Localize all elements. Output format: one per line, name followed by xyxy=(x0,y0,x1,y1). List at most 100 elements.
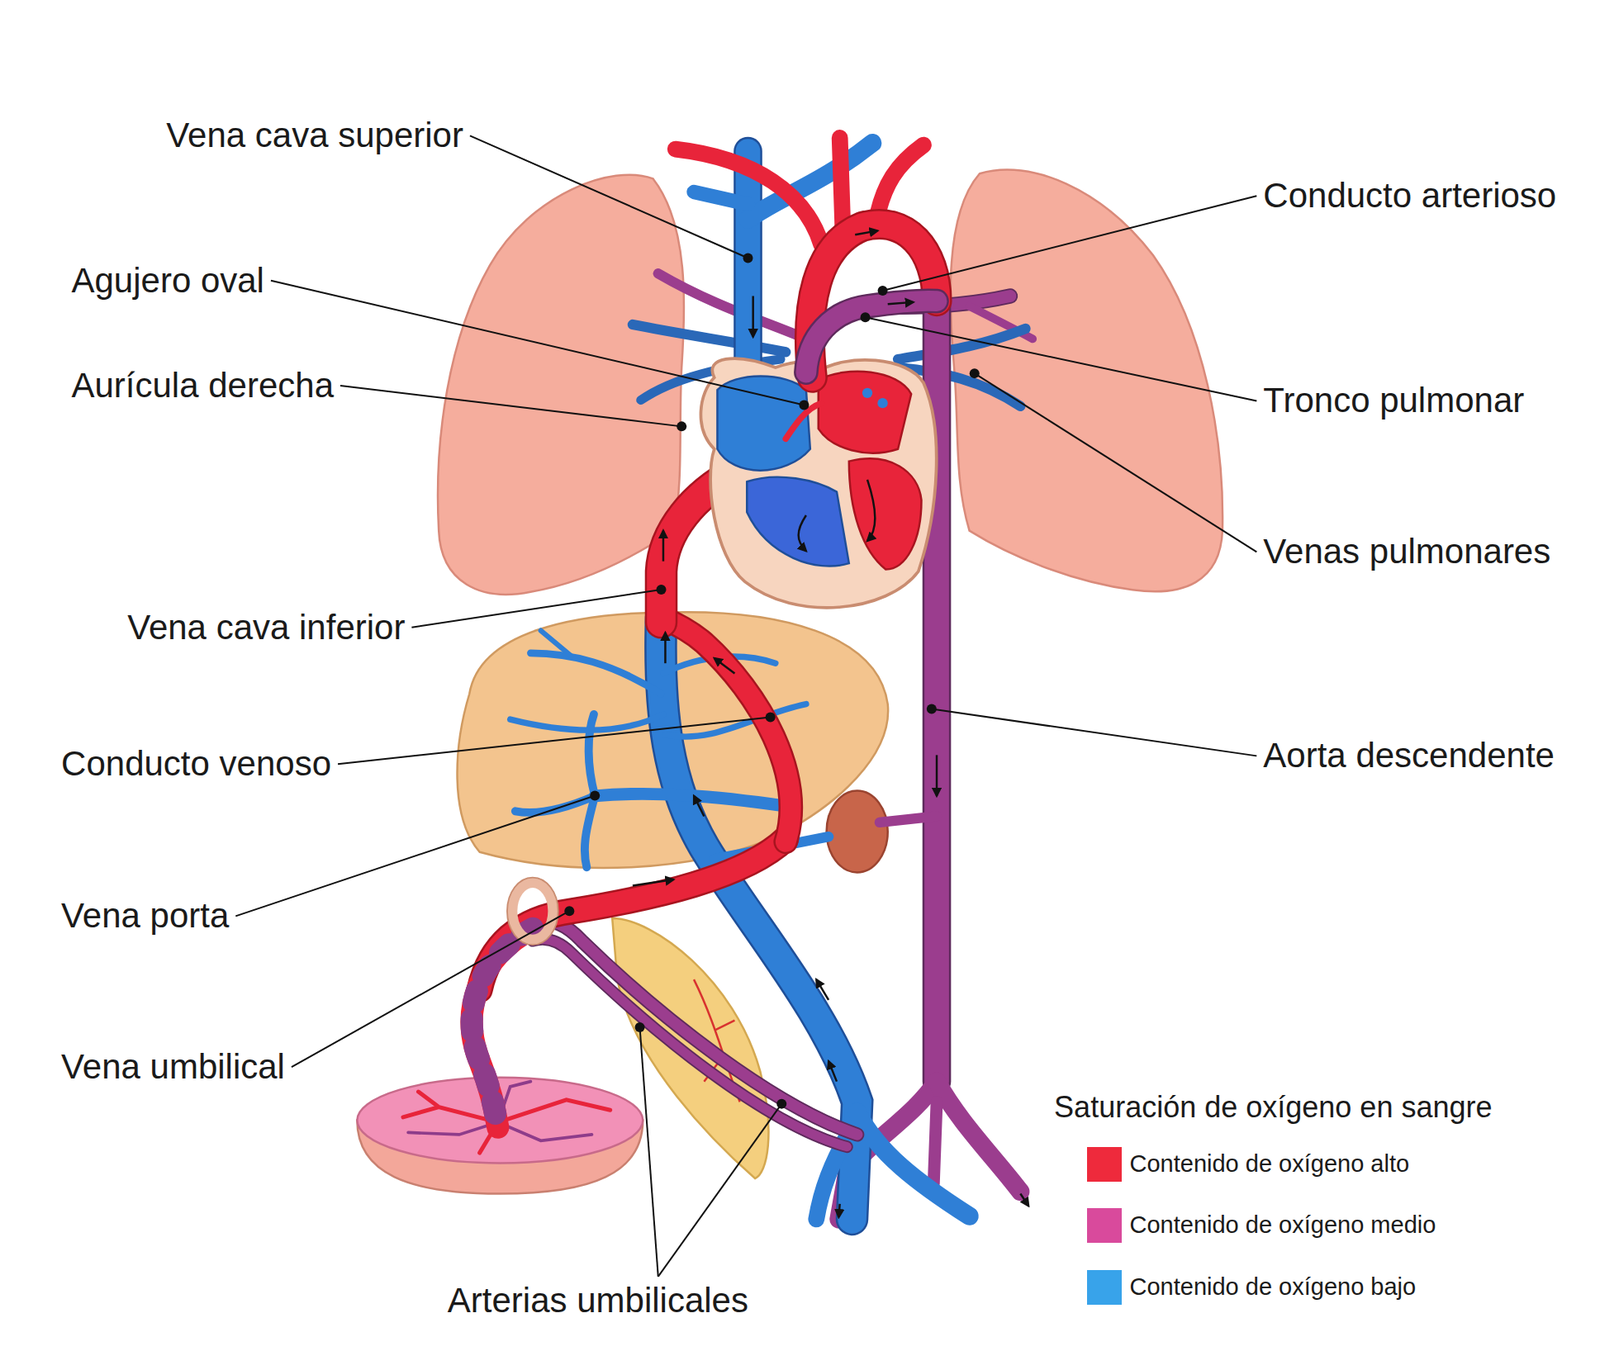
leader-dot xyxy=(742,253,753,264)
flow-arrow xyxy=(854,230,878,235)
flow-arrow xyxy=(935,754,938,796)
umbilical-vein xyxy=(479,839,787,991)
flow-arrow xyxy=(714,658,736,675)
hepatic-vein xyxy=(530,653,661,694)
pulmonary-vein-opening xyxy=(862,388,873,399)
pulmonary-vein xyxy=(897,328,1026,360)
pulmonary-vein xyxy=(632,324,786,352)
right-ventricle xyxy=(746,477,850,567)
portal-vein xyxy=(594,793,786,807)
iliac-vein xyxy=(857,1112,970,1217)
vessel-label: Aorta descendente xyxy=(1262,735,1555,776)
hepatic-vein xyxy=(664,704,806,738)
flow-arrows xyxy=(632,230,1029,1218)
umbilical-cord-twist xyxy=(471,928,533,1128)
kidney xyxy=(826,791,888,874)
flow-arrow xyxy=(798,515,807,551)
leader-dot xyxy=(655,584,666,595)
flow-arrow xyxy=(662,531,665,562)
flow-arrow xyxy=(828,1061,837,1083)
pulmonary-trunk xyxy=(806,300,937,373)
leader-line xyxy=(340,385,682,427)
umbilical-artery xyxy=(532,939,847,1147)
flow-arrow xyxy=(693,796,704,817)
vessel-label: Tronco pulmonar xyxy=(1262,380,1525,421)
umbilical-ring xyxy=(512,883,553,941)
leader-line xyxy=(974,373,1258,552)
leader-dot xyxy=(926,704,937,715)
vessel-label: Arterias umbilicales xyxy=(447,1281,749,1321)
arch-branch xyxy=(675,149,822,246)
flow-arrow xyxy=(751,295,754,337)
legend-text: Contenido de oxígeno bajo xyxy=(1129,1273,1417,1301)
leader-line xyxy=(235,796,595,917)
vessel-label: Vena porta xyxy=(61,896,229,936)
legend-title: Saturación de oxígeno en sangre xyxy=(1054,1090,1492,1125)
flow-arrow xyxy=(838,1204,840,1218)
leader-dot xyxy=(676,421,687,432)
leader-line xyxy=(865,317,1258,401)
superior-vena-cava xyxy=(733,151,763,380)
leader-line xyxy=(411,589,661,628)
portal-vein xyxy=(584,796,595,868)
leader-dot xyxy=(776,1099,787,1110)
leader-line xyxy=(883,195,1258,291)
superior-vena-cava xyxy=(735,151,761,380)
foramen-ovale-flow xyxy=(785,403,822,439)
leader-dot xyxy=(564,906,575,917)
leader-line xyxy=(470,135,749,258)
umbilical-artery xyxy=(532,939,847,1147)
leader-dot xyxy=(635,1022,646,1033)
legend-swatch xyxy=(1087,1208,1122,1244)
vessel-label: Vena cava inferior xyxy=(127,607,405,648)
ductus-venosus xyxy=(660,617,791,843)
leader-line xyxy=(270,280,804,406)
left-atrium xyxy=(818,371,912,454)
renal-artery xyxy=(879,816,937,822)
umbilical-ring-edge xyxy=(507,878,559,946)
leader-dot xyxy=(860,312,871,323)
right-lung xyxy=(950,170,1223,593)
iliac-artery xyxy=(933,1101,937,1184)
legend-swatch xyxy=(1087,1147,1122,1183)
leader-line xyxy=(640,1027,659,1278)
leader-line xyxy=(291,911,570,1068)
umbilical-vein xyxy=(479,839,787,991)
flow-arrow xyxy=(867,479,875,542)
portal-vein xyxy=(515,796,595,813)
leader-dot xyxy=(589,791,600,802)
leader-dot xyxy=(798,399,809,410)
arch-branch xyxy=(840,137,844,230)
vessel-label: Vena cava superior xyxy=(166,115,464,156)
umbilical-artery xyxy=(538,921,857,1135)
iliac-artery xyxy=(936,1082,1021,1192)
heart-part-label: Aurícula derecha xyxy=(71,365,334,406)
pulmonary-vein-opening xyxy=(877,398,888,409)
vessel-label: Venas pulmonares xyxy=(1262,531,1551,572)
left-lung xyxy=(437,175,684,595)
vessel-label: Conducto venoso xyxy=(61,744,332,784)
flow-arrow xyxy=(632,879,674,886)
flow-arrow xyxy=(887,302,914,304)
vessel-label: Conducto arterioso xyxy=(1262,175,1557,216)
flow-arrow xyxy=(1020,1194,1029,1207)
left-ventricle xyxy=(849,458,922,570)
legend-text: Contenido de oxígeno medio xyxy=(1129,1211,1437,1240)
legend-text: Contenido de oxígeno alto xyxy=(1129,1150,1411,1178)
leader-line xyxy=(931,709,1257,757)
pulmonary-trunk xyxy=(806,300,937,373)
flow-arrow xyxy=(816,979,829,1001)
leader-dot xyxy=(765,712,776,722)
leader-line xyxy=(658,1104,782,1278)
leader-dot xyxy=(969,368,980,379)
ductus-venosus xyxy=(660,617,791,843)
heart xyxy=(700,358,936,608)
vessel-label: Vena umbilical xyxy=(61,1047,285,1088)
leader-line xyxy=(337,716,771,765)
flow-arrow xyxy=(664,632,666,664)
heart-part-label: Agujero oval xyxy=(71,261,264,301)
leader-dot xyxy=(878,285,888,296)
umbilical-artery xyxy=(538,921,857,1135)
legend-swatch xyxy=(1087,1270,1122,1306)
